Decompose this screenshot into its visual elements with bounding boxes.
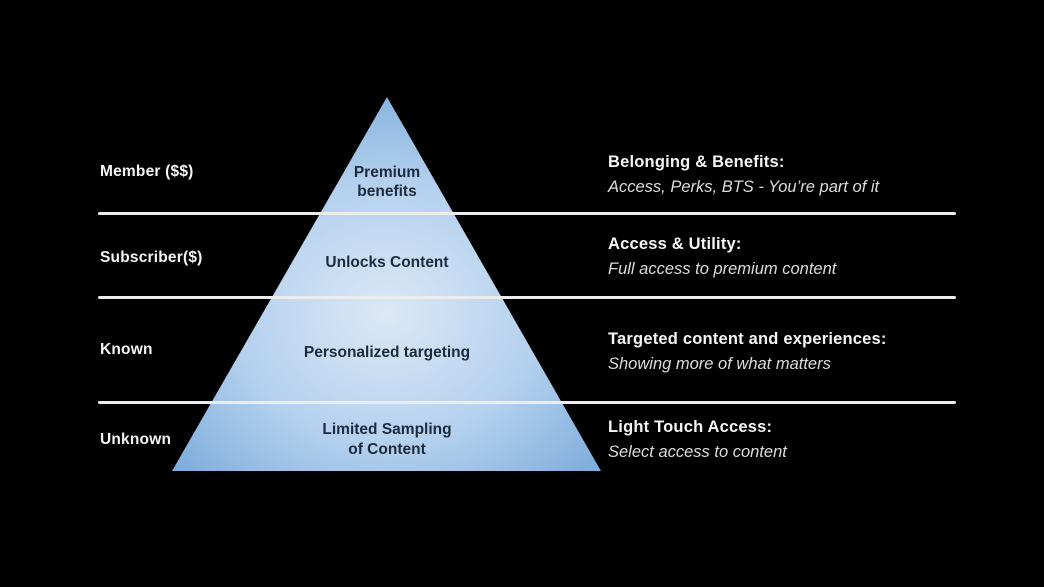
tier-heading-member: Belonging & Benefits: bbox=[608, 153, 785, 171]
tier-heading-subscriber: Access & Utility: bbox=[608, 235, 742, 253]
pyramid-label-member: Premium benefits bbox=[353, 164, 421, 200]
pyramid-label-subscriber: Unlocks Content bbox=[325, 254, 449, 271]
tier-detail-subscriber: Full access to premium content bbox=[608, 260, 837, 278]
tier-description-known: Targeted content and experiences: Showin… bbox=[608, 327, 1018, 377]
tier-detail-known: Showing more of what matters bbox=[608, 355, 831, 373]
pyramid-shape bbox=[172, 97, 601, 471]
tier-description-unknown: Light Touch Access: Select access to con… bbox=[608, 415, 1018, 465]
tier-detail-unknown: Select access to content bbox=[608, 443, 787, 461]
pyramid-label-unknown: Limited Sampling of Content bbox=[322, 421, 452, 458]
tier-label-unknown: Unknown bbox=[100, 431, 172, 448]
tier-heading-unknown: Light Touch Access: bbox=[608, 418, 773, 436]
pyramid-label-known: Personalized targeting bbox=[303, 344, 471, 361]
tier-label-member: Member ($$) bbox=[100, 163, 194, 180]
tier-label-subscriber: Subscriber($) bbox=[100, 249, 203, 266]
tier-label-known: Known bbox=[100, 341, 153, 358]
divider-line-subscriber-known bbox=[98, 296, 956, 299]
tier-heading-known: Targeted content and experiences: bbox=[608, 330, 887, 348]
tier-description-member: Belonging & Benefits: Access, Perks, BTS… bbox=[608, 150, 1018, 200]
tier-detail-member: Access, Perks, BTS - You’re part of it bbox=[608, 178, 880, 196]
divider-line-known-unknown bbox=[98, 401, 956, 404]
tier-description-subscriber: Access & Utility: Full access to premium… bbox=[608, 232, 1018, 282]
divider-line-member-subscriber bbox=[98, 212, 956, 215]
